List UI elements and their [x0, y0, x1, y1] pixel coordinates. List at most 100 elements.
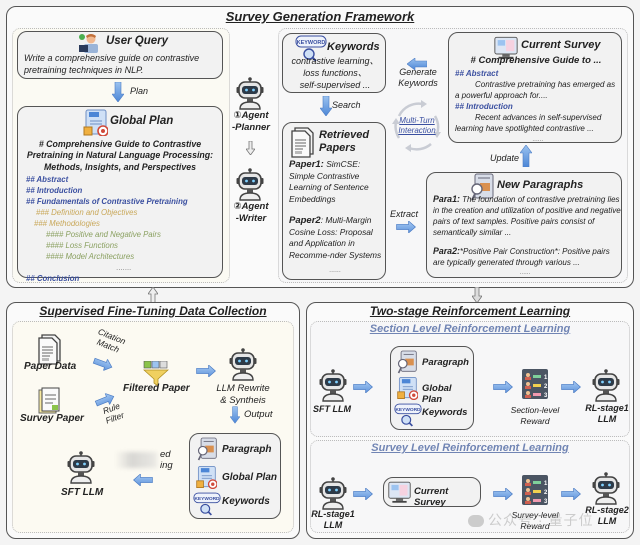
- user-query-text: Write a comprehensive guide on contrasti…: [24, 53, 200, 75]
- section-reward-rank-icon: [522, 369, 548, 399]
- retrieved-papers-title-line: Papers: [319, 142, 356, 154]
- plan-arrow: [112, 82, 124, 102]
- global-plan-title: Global Plan: [110, 115, 174, 127]
- survey-input-llm-line: RL-stage1: [311, 509, 355, 519]
- plan-label: Plan: [130, 86, 149, 96]
- new-paragraphs-card: New Paragraphs Para1: The foundation of …: [426, 172, 622, 278]
- plan-icon: [83, 109, 108, 136]
- para2-text: *Positive Pair Construction*: Positive p…: [433, 247, 610, 267]
- framework-title: Survey Generation Framework: [225, 9, 415, 24]
- keywords-list: contrastive learning、 loss functions、 se…: [285, 55, 385, 91]
- user-icon: [79, 34, 98, 53]
- current-survey-card: Current Survey # Comprehensive Guide to …: [448, 32, 622, 143]
- para1-label: Para1:: [433, 194, 460, 204]
- paper2: Paper2: Multi-Margin Cosine Loss: Propos…: [289, 215, 385, 261]
- plan-heading-line: Methods, Insights, and Perspectives: [43, 161, 197, 172]
- agent-writer-number: ②: [233, 201, 242, 212]
- training-label: ed ing: [160, 449, 173, 471]
- survey-reward-line: Reward: [520, 521, 550, 531]
- outline-item: ### Methodologies: [34, 219, 100, 228]
- survey-paper-icon: [38, 387, 60, 414]
- paper2-text: : Multi-Margin Cosine Loss: Proposal and…: [289, 215, 382, 260]
- generate-keywords-label: Generate Keywords: [392, 67, 444, 89]
- agent-writer-robot-icon: [235, 168, 265, 201]
- keywords-card: Keywords contrastive learning、 loss func…: [282, 33, 386, 93]
- generate-keywords-arrow: [407, 58, 427, 70]
- survey-input-llm-label: RL-stage1 LLM: [306, 509, 360, 531]
- outline-item: ### Definition and Objectives: [36, 208, 138, 217]
- survey-reward-label: Survey-level Reward: [500, 510, 570, 532]
- sft-output-paragraph: Paragraph: [222, 444, 272, 455]
- keyword-item: self-supervised ...: [299, 80, 371, 90]
- section-items-card: Paragraph Global Plan Keywords: [390, 346, 474, 430]
- llm-rewrite-line: & Syntheis: [220, 394, 266, 406]
- new-paragraphs-title: New Paragraphs: [497, 179, 584, 191]
- keyword-search-icon: [394, 403, 422, 427]
- survey-intro-text: Recent advances in self-supervised learn…: [455, 113, 602, 133]
- user-query-card: User Query Write a comprehensive guide o…: [17, 31, 223, 79]
- search-arrow: [320, 96, 332, 116]
- search-label: Search: [332, 100, 361, 110]
- sft-llm-robot-icon: [66, 451, 96, 484]
- watermark-text: 公众号 · 量子位: [488, 512, 594, 528]
- global-plan-card: Global Plan # Comprehensive Guide to Con…: [17, 106, 223, 283]
- plan-icon: [397, 376, 418, 400]
- keywords-title: Keywords: [327, 41, 380, 53]
- outline-item: #### Model Architectures: [46, 252, 135, 261]
- agent-writer-line2: -Writer: [235, 213, 267, 224]
- survey-rl-stage1-robot-icon: [318, 477, 348, 510]
- plan-outline: ## Abstract ## Introduction ## Fundament…: [26, 174, 222, 284]
- llm-rewrite-line: LLM Rewrite: [216, 383, 270, 394]
- rl-title: Two-stage Reinforcement Learning: [369, 304, 571, 318]
- paper2-label: Paper2: [289, 215, 321, 226]
- multi-turn-line: Multi-Turn: [399, 116, 435, 125]
- keyword-item: loss functions、: [303, 68, 367, 78]
- papers-icon: [291, 127, 314, 158]
- plan-icon: [196, 465, 217, 489]
- agent-planner-label: ①Agent -Planner: [226, 110, 276, 134]
- section-sft-llm-robot-icon: [318, 369, 348, 402]
- agent-writer-label: ②Agent -Writer: [226, 201, 276, 225]
- wechat-icon: [468, 515, 484, 528]
- para2-label: Para2:: [433, 246, 460, 256]
- agent-planner-robot-icon: [235, 77, 265, 110]
- survey-input-llm-line: LLM: [323, 520, 343, 530]
- planner-to-writer-arrow: [246, 141, 255, 155]
- output-arrow: [230, 406, 240, 424]
- sft-output-keywords: Keywords: [222, 496, 270, 507]
- section-item-keywords: Keywords: [422, 407, 468, 418]
- section-level-title: Section Level Reinforcement Learning: [369, 323, 571, 335]
- para1: Para1: The foundation of contrastive pre…: [433, 194, 621, 238]
- training-label-line: ed: [160, 449, 171, 460]
- outline-item: ## Abstract: [26, 175, 69, 184]
- output-label: Output: [244, 409, 273, 420]
- paper1-text: SimCSE: Simple Contrastive Learning of S…: [289, 159, 369, 204]
- survey-arrow-2: [493, 488, 513, 500]
- paper1-label: Paper1:: [289, 159, 324, 170]
- blurred-overlay: [115, 452, 157, 468]
- current-survey-body: ## Abstract Contrastive pretraining has …: [455, 68, 621, 145]
- paragraphs-ellipsis: ......: [519, 269, 531, 276]
- sft-llm-label: SFT LLM: [61, 487, 104, 498]
- retrieved-papers-card: Retrieved Papers Paper1: SimCSE: Simple …: [282, 122, 386, 280]
- plan-heading-line: # Comprehensive Guide to Contrastive: [38, 139, 202, 149]
- sft-to-framework-arrow: [148, 287, 158, 303]
- update-arrow: [520, 145, 532, 167]
- filtered-paper-label: Filtered Paper: [123, 383, 190, 394]
- papers-ellipsis: ......: [329, 267, 341, 274]
- multi-turn-label: Multi-Turn Interaction: [389, 116, 445, 136]
- training-label-line: ing: [160, 460, 173, 471]
- keyword-item: contrastive learning、: [291, 56, 379, 66]
- outline-item: ## Fundamentals of Contrastive Pretraini…: [26, 197, 188, 206]
- llm-rewrite-robot-icon: [228, 348, 258, 381]
- survey-item-label: Current Survey: [414, 486, 449, 508]
- section-arrow-2: [493, 381, 513, 393]
- sft-output-global-plan: Global Plan: [222, 472, 278, 483]
- agent-planner-line2: -Planner: [231, 122, 270, 133]
- multi-turn-cycle-icon: [392, 100, 441, 152]
- paragraph-icon: [197, 437, 218, 461]
- section-item-paragraph: Paragraph: [422, 357, 469, 368]
- sft-title: Supervised Fine-Tuning Data Collection: [39, 304, 267, 318]
- outline-item: #### Loss Functions: [46, 241, 118, 250]
- survey-output-llm-line: LLM: [597, 516, 617, 526]
